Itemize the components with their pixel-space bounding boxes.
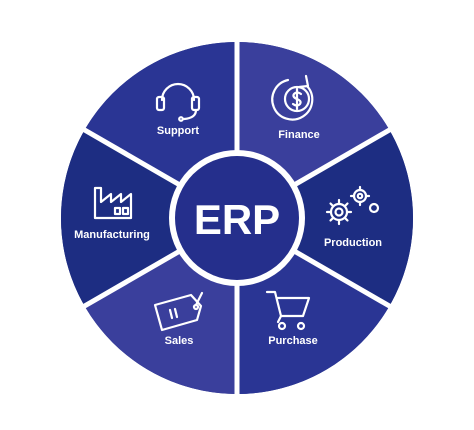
center-circle [175,156,299,280]
segment-wedge-production [237,130,413,306]
segment-label-purchase: Purchase [268,335,318,347]
dollar-coin-icon [271,74,314,121]
segment-label-manufacturing: Manufacturing [74,229,150,241]
segment-label-finance: Finance [278,129,320,141]
segment-label-production: Production [324,237,382,249]
segment-label-support: Support [157,125,199,137]
segment-label-sales: Sales [165,335,194,347]
gears-icon [325,185,380,226]
segment-purchase[interactable]: Purchase [265,290,318,347]
segment-manufacturing[interactable]: Manufacturing [74,186,150,241]
price-tag-icon [153,291,204,332]
factory-icon [93,186,133,220]
center-label: ERP [194,196,280,243]
segment-support[interactable]: Support [155,82,201,137]
segment-sales[interactable]: Sales [153,291,204,347]
segment-wedge-manufacturing [60,130,237,306]
headset-icon [155,82,201,122]
segment-production[interactable]: Production [324,185,382,249]
shopping-cart-icon [265,290,311,331]
segment-finance[interactable]: Finance [271,74,320,141]
